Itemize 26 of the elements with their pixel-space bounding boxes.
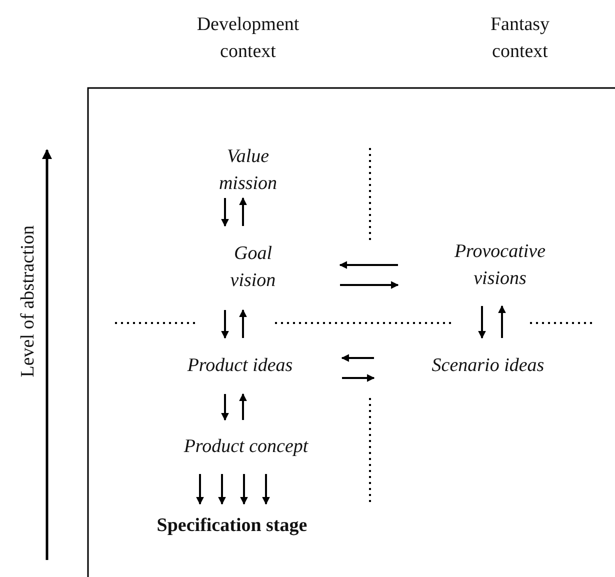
arrow xyxy=(221,198,229,227)
arrow xyxy=(339,261,398,269)
arrow xyxy=(240,474,248,505)
concept-label: Provocative visions xyxy=(453,240,547,291)
arrow xyxy=(196,474,204,505)
arrow xyxy=(239,393,247,420)
arrow xyxy=(340,281,399,289)
arrow xyxy=(341,354,374,362)
concept-label: Goal vision xyxy=(229,242,277,293)
arrow xyxy=(221,310,229,339)
arrow xyxy=(262,474,270,505)
column-heading: Fantasy context xyxy=(489,13,551,64)
arrow xyxy=(239,309,247,338)
concept-label: Product ideas xyxy=(187,354,293,378)
concept-label: Value mission xyxy=(218,145,278,196)
arrow xyxy=(239,197,247,226)
arrow xyxy=(498,305,506,338)
arrow xyxy=(342,374,375,382)
column-heading: Development context xyxy=(196,13,300,64)
stage-label: Specification stage xyxy=(156,514,308,538)
concept-label: Product concept xyxy=(184,434,308,459)
arrow xyxy=(218,474,226,505)
axis-label: Level of abstraction xyxy=(16,224,40,380)
arrow xyxy=(221,394,229,421)
arrow xyxy=(478,306,486,339)
concept-label: Scenario ideas xyxy=(432,354,544,378)
